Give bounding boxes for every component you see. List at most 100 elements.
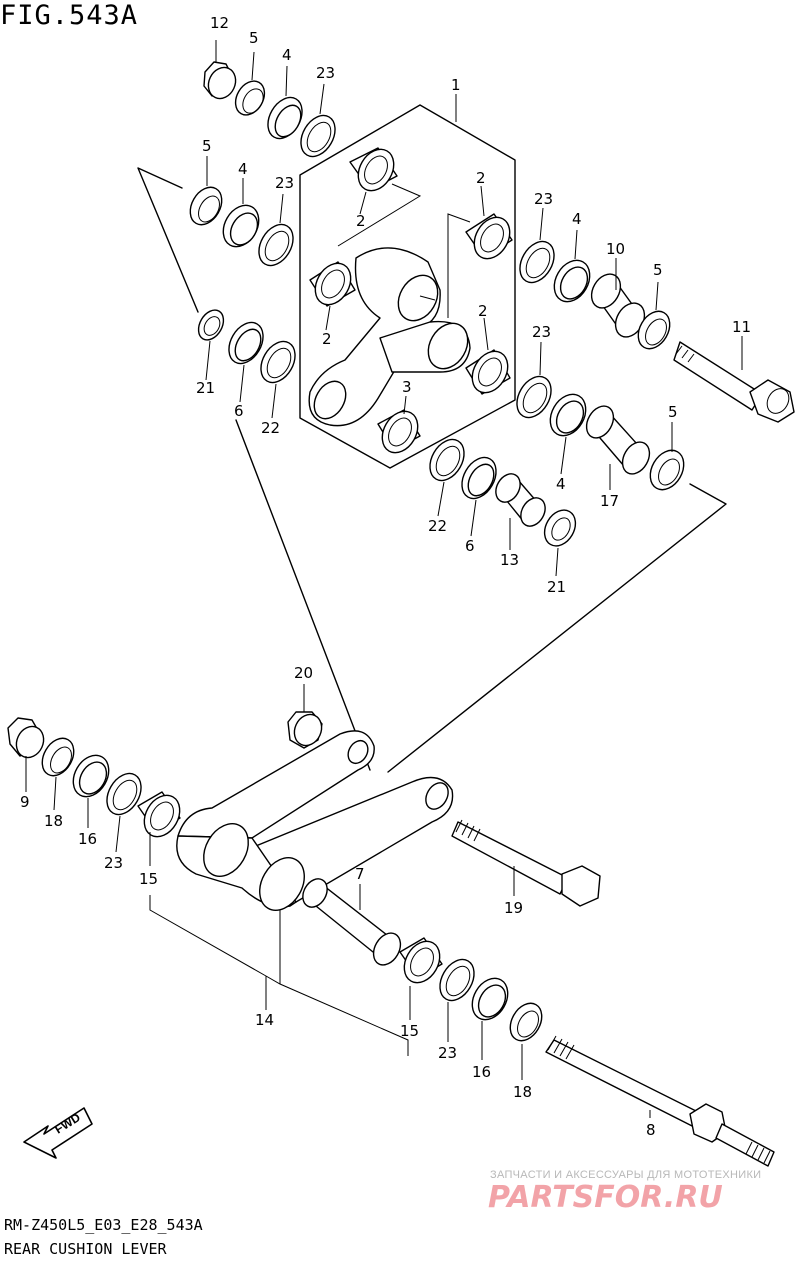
callout-label-19: 19 <box>504 899 523 917</box>
collar-21-left <box>197 309 225 341</box>
bearing-route-b <box>447 213 471 318</box>
guide-line-right-down <box>387 483 727 773</box>
callout-label-4: 4 <box>282 46 292 64</box>
seal-16-left <box>72 754 110 798</box>
callout-label-11: 11 <box>732 318 751 336</box>
callout-label-2: 2 <box>356 212 366 230</box>
callout-leader-22 <box>437 481 445 517</box>
callout-leader-2 <box>359 191 367 215</box>
callout-leader-4 <box>574 229 578 260</box>
nut-12 <box>203 61 237 100</box>
bearing-2-a <box>349 147 398 192</box>
diagram-code: RM-Z450L5_E03_E28_543A <box>4 1216 203 1234</box>
callout-label-5: 5 <box>249 29 259 47</box>
collar-21-mid <box>543 509 577 547</box>
callout-leader-21 <box>555 547 559 577</box>
bearing-route-c <box>419 295 436 301</box>
washer-23-right-mid <box>516 375 552 419</box>
callout-leader-23 <box>279 193 284 224</box>
callout-leader-23 <box>539 207 544 241</box>
callout-leader-2 <box>480 185 485 217</box>
cushion-rod-14 <box>176 730 454 911</box>
callout-label-21: 21 <box>547 578 566 596</box>
figure-title: FIG.543A <box>0 0 139 31</box>
washer-22-mid <box>429 438 465 482</box>
callout-label-22: 22 <box>428 517 447 535</box>
bearing-3 <box>377 409 421 454</box>
guide-line-left-down <box>235 419 371 771</box>
callout-label-13: 13 <box>500 551 519 569</box>
bolt-11 <box>673 341 795 423</box>
diagram-name: REAR CUSHION LEVER <box>4 1240 167 1258</box>
bearing-15-right <box>399 937 443 984</box>
callout-leader-21 <box>205 340 211 381</box>
washer-23-lower-right <box>439 958 475 1002</box>
bearing-15-left <box>137 791 181 838</box>
bolt-19 <box>451 819 601 907</box>
bearing-2-d <box>465 349 511 395</box>
callout-label-14: 14 <box>255 1011 274 1029</box>
callout-label-16: 16 <box>472 1063 491 1081</box>
bearing-2-b <box>465 213 513 260</box>
callout-leader-3 <box>403 395 407 415</box>
callout-leader-6 <box>470 499 477 537</box>
callout-label-16: 16 <box>78 830 97 848</box>
part-1-group-outline <box>299 104 516 469</box>
callout-leader-4 <box>560 436 567 475</box>
guide-line-left-v <box>137 167 199 313</box>
seal-4-right-mid <box>549 393 587 437</box>
callout-leader-2 <box>483 317 489 351</box>
spacer-5-right-top <box>637 310 671 350</box>
collar-17 <box>585 405 651 475</box>
callout-label-2: 2 <box>476 169 486 187</box>
bearing-2-c <box>309 261 356 307</box>
washer-23-lower-left <box>106 772 142 816</box>
callout-label-17: 17 <box>600 492 619 510</box>
callout-label-23: 23 <box>532 323 551 341</box>
callout-label-4: 4 <box>556 475 566 493</box>
callout-label-9: 9 <box>20 793 30 811</box>
callout-label-8: 8 <box>646 1121 656 1139</box>
callout-label-6: 6 <box>465 537 475 555</box>
callout-label-3: 3 <box>402 378 412 396</box>
callout-label-15: 15 <box>400 1022 419 1040</box>
callout-label-15: 15 <box>139 870 158 888</box>
callout-label-5: 5 <box>202 137 212 155</box>
callout-label-18: 18 <box>44 812 63 830</box>
callout-label-7: 7 <box>355 865 365 883</box>
nut-9 <box>7 717 45 759</box>
watermark-tagline: ЗАПЧАСТИ И АКСЕССУАРЫ ДЛЯ МОТОТЕХНИКИ <box>490 1169 762 1181</box>
callout-label-23: 23 <box>104 854 123 872</box>
callout-label-4: 4 <box>238 160 248 178</box>
seal-4-top <box>267 96 303 140</box>
callout-label-12: 12 <box>210 14 229 32</box>
callout-label-4: 4 <box>572 210 582 228</box>
spacer-5-left <box>189 186 223 226</box>
callout-label-2: 2 <box>478 302 488 320</box>
callout-leader-6 <box>239 364 245 403</box>
collar-13 <box>495 473 546 527</box>
callout-label-23: 23 <box>275 174 294 192</box>
callout-leader-4 <box>285 65 288 97</box>
callout-leader-23 <box>319 83 325 115</box>
bracket-14-15 <box>149 895 409 1056</box>
collar-10 <box>590 273 646 338</box>
spacer-5-top <box>234 80 266 116</box>
callout-label-1: 1 <box>451 76 461 94</box>
seal-6-left <box>228 321 264 365</box>
washer-23-right-top <box>519 240 555 284</box>
seal-16-right <box>471 977 509 1021</box>
callout-leader-22 <box>271 383 277 419</box>
callout-label-18: 18 <box>513 1083 532 1101</box>
fwd-arrow-icon: FWD <box>23 1107 93 1159</box>
callout-layer: 1254231542322222341051121622323451722613… <box>20 14 751 1139</box>
collar-7 <box>302 878 402 966</box>
callout-label-10: 10 <box>606 240 625 258</box>
callout-label-5: 5 <box>668 403 678 421</box>
spacer-5-right-mid <box>649 449 685 491</box>
callout-label-2: 2 <box>322 330 332 348</box>
callout-leader-23 <box>115 815 121 853</box>
callout-label-22: 22 <box>261 419 280 437</box>
nut-20 <box>287 711 323 749</box>
